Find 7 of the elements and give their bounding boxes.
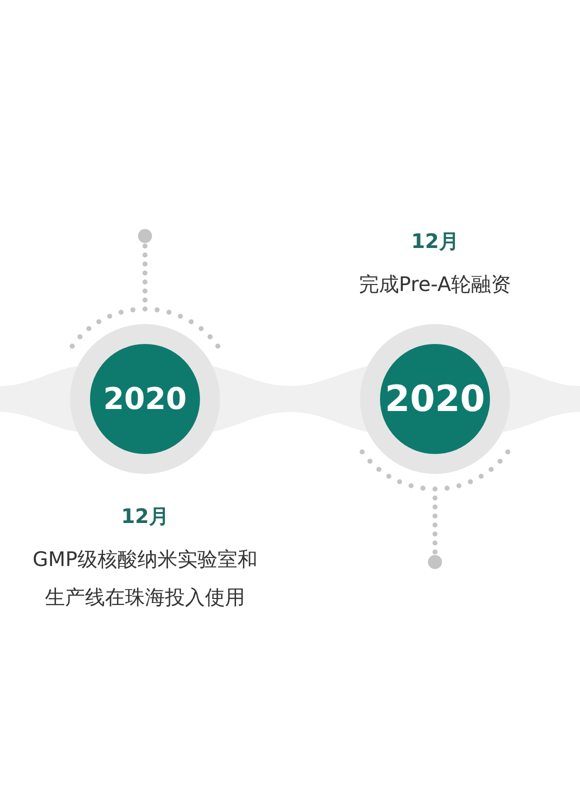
month-label: 12月 xyxy=(120,503,170,530)
month-label: 12月 xyxy=(410,228,460,255)
event-description: 完成Pre-A轮融资 xyxy=(358,271,512,298)
event-description: GMP级核酸纳米实验室和生产线在珠海投入使用 xyxy=(32,546,258,611)
timeline-band xyxy=(0,366,580,432)
year-badge: 2020 xyxy=(380,344,490,454)
year-badge: 2020 xyxy=(90,344,200,454)
